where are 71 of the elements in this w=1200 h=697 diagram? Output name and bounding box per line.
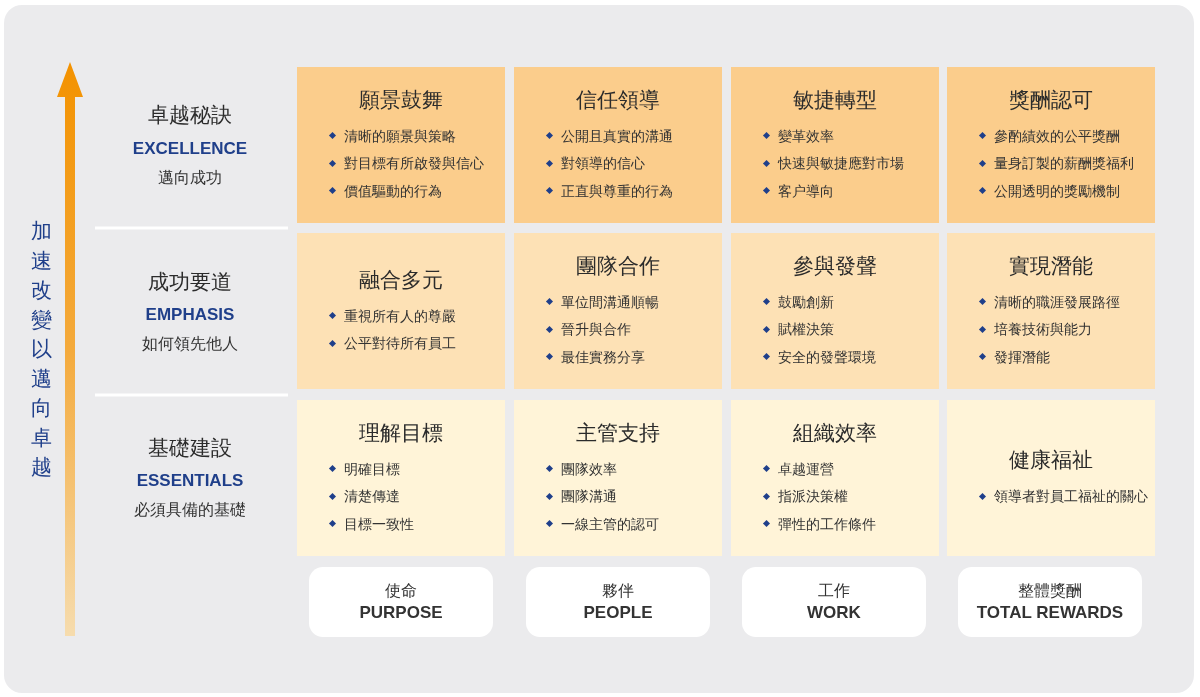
bullet-item: 鼓勵創新 bbox=[764, 294, 834, 310]
category-box: 使命 PURPOSE bbox=[309, 567, 493, 637]
card-heading: 理解目標 bbox=[359, 419, 443, 446]
card bbox=[514, 67, 722, 223]
card-heading: 主管支持 bbox=[576, 419, 660, 446]
card-heading: 獎酬認可 bbox=[1009, 86, 1093, 113]
card bbox=[731, 67, 939, 223]
bullet-item: 一線主管的認可 bbox=[547, 516, 659, 532]
bullet-item: 變革效率 bbox=[764, 128, 834, 144]
card-heading: 參與發聲 bbox=[793, 252, 877, 279]
bullet-item: 重視所有人的尊嚴 bbox=[330, 308, 456, 324]
category-box: 工作 WORK bbox=[742, 567, 926, 637]
bullet-item: 卓越運營 bbox=[764, 461, 834, 477]
bullet-item: 價值驅動的行為 bbox=[330, 183, 442, 199]
bullet-item: 最佳實務分享 bbox=[547, 349, 645, 365]
bullet-item: 指派決策權 bbox=[764, 489, 848, 505]
bullet-item: 公開且真實的溝通 bbox=[547, 128, 673, 144]
card bbox=[514, 233, 722, 389]
card bbox=[297, 400, 505, 556]
bullet-item: 參酌績效的公平獎酬 bbox=[980, 128, 1120, 144]
card bbox=[731, 400, 939, 556]
bullet-item: 團隊效率 bbox=[547, 461, 617, 477]
row-subtitle: EXCELLENCE bbox=[131, 139, 249, 159]
card-heading: 團隊合作 bbox=[576, 252, 660, 279]
bullet-item: 晉升與合作 bbox=[547, 322, 631, 338]
card-heading: 融合多元 bbox=[359, 266, 443, 293]
card-heading: 敏捷轉型 bbox=[793, 86, 877, 113]
bullet-item: 彈性的工作條件 bbox=[764, 516, 876, 532]
row-note: 必須具備的基礎 bbox=[133, 500, 247, 520]
bullet-item: 賦權決策 bbox=[764, 322, 834, 338]
bullet-item: 目標一致性 bbox=[330, 516, 414, 532]
card bbox=[947, 400, 1155, 556]
bullet-item: 快速與敏捷應對市場 bbox=[764, 156, 904, 172]
bullet-item: 清楚傳達 bbox=[330, 489, 400, 505]
category-box: 整體獎酬 TOTAL REWARDS bbox=[958, 567, 1142, 637]
bullet-item: 明確目標 bbox=[330, 461, 400, 477]
card-heading: 健康福祉 bbox=[1009, 447, 1093, 474]
bullet-item: 培養技術與能力 bbox=[980, 322, 1092, 338]
card bbox=[297, 233, 505, 389]
bullet-item: 公平對待所有員工 bbox=[330, 336, 456, 351]
category-box: 夥伴 PEOPLE bbox=[526, 567, 710, 637]
card-heading: 組織效率 bbox=[793, 419, 877, 446]
card-heading: 信任領導 bbox=[576, 86, 660, 113]
bullet-item: 安全的發聲環境 bbox=[764, 349, 876, 365]
row-heading: 基礎建設 bbox=[147, 435, 233, 461]
bullet-item: 單位間溝通順暢 bbox=[547, 294, 659, 310]
bullet-item: 團隊溝通 bbox=[547, 489, 617, 505]
bullet-item: 領導者對員工福祉的關心 bbox=[980, 489, 1148, 505]
card bbox=[947, 233, 1155, 389]
card bbox=[731, 233, 939, 389]
bullet-item: 正直與尊重的行為 bbox=[547, 183, 673, 199]
bullet-item: 發揮潛能 bbox=[980, 349, 1050, 365]
card-heading: 願景鼓舞 bbox=[359, 86, 443, 113]
bullet-item: 量身訂製的薪酬獎福利 bbox=[980, 156, 1134, 172]
row-subtitle: ESSENTIALS bbox=[135, 471, 245, 491]
bullet-item: 公開透明的獎勵機制 bbox=[980, 183, 1120, 199]
bullet-item: 清晰的願景與策略 bbox=[330, 128, 456, 144]
bullet-item: 對領導的信心 bbox=[547, 156, 645, 172]
card bbox=[297, 67, 505, 223]
row-subtitle: EMPHASIS bbox=[144, 305, 236, 325]
card-heading: 實現潛能 bbox=[1009, 252, 1093, 279]
bullet-item: 客户導向 bbox=[764, 183, 834, 199]
bullet-item: 清晰的職涯發展路徑 bbox=[980, 294, 1120, 310]
card bbox=[947, 67, 1155, 223]
bullet-item: 對目標有所啟發與信心 bbox=[330, 156, 484, 172]
row-note: 邁向成功 bbox=[157, 168, 223, 188]
row-heading: 成功要道 bbox=[147, 269, 233, 295]
row-note: 如何領先他人 bbox=[141, 334, 239, 354]
row-heading: 卓越秘訣 bbox=[147, 102, 233, 128]
axis-label: 加速改變以邁向卓越 bbox=[30, 218, 52, 480]
card bbox=[514, 400, 722, 556]
